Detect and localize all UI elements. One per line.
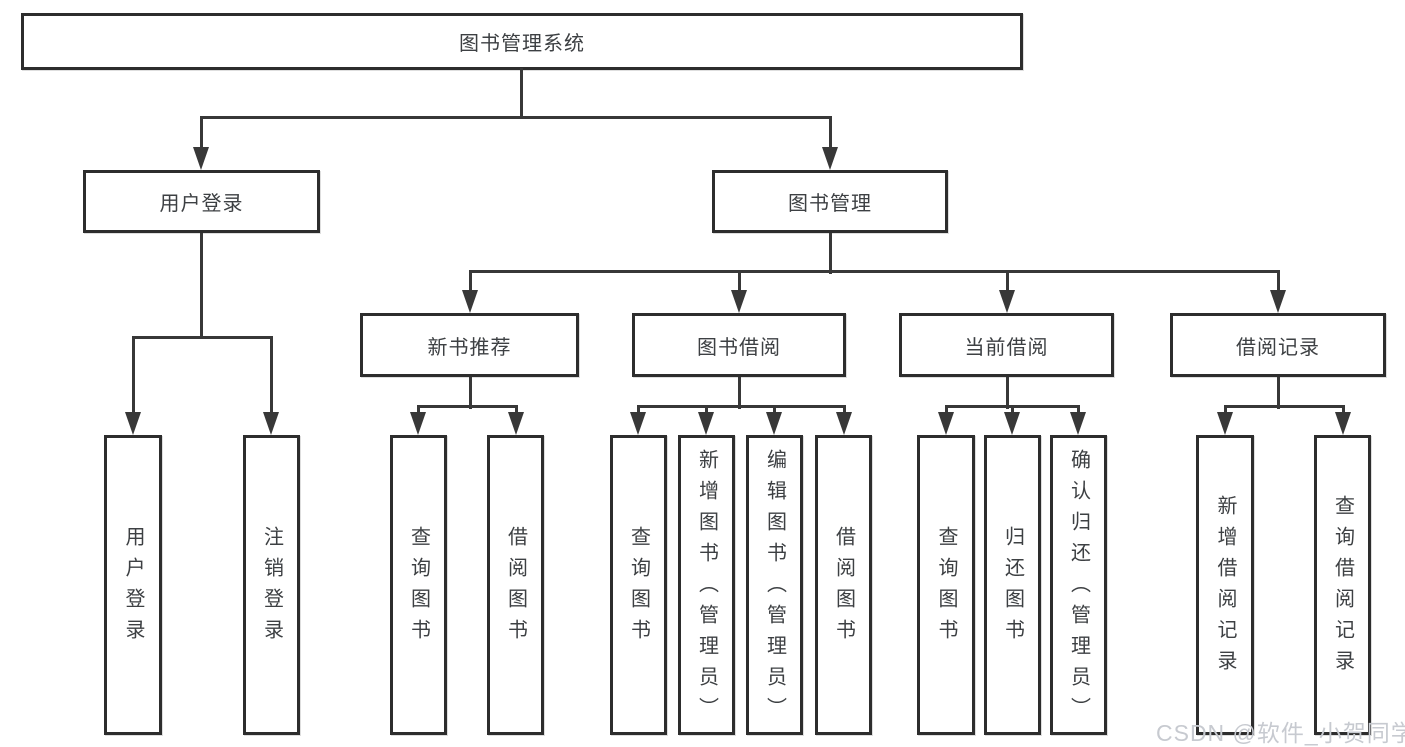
connector-line: [637, 405, 846, 408]
watermark: CSDN @软件_小贺同学: [1156, 720, 1405, 746]
arrow-down-icon: [766, 412, 782, 435]
connector-line: [132, 336, 273, 339]
connector-line: [469, 377, 472, 409]
arrow-down-icon: [1335, 412, 1351, 435]
connector-line: [417, 407, 420, 415]
leaf-query-books: 查询图书: [610, 435, 667, 735]
leaf-logout: 注销登录: [243, 435, 300, 735]
connector-line: [829, 118, 832, 151]
connector-line: [200, 233, 203, 339]
connector-line: [945, 407, 948, 415]
node-new-book-recommend: 新书推荐: [360, 313, 579, 377]
connector-line: [417, 405, 518, 408]
connector-line: [773, 407, 776, 415]
arrow-down-icon: [1270, 290, 1286, 313]
connector-line: [829, 233, 832, 274]
connector-line: [1277, 272, 1280, 293]
arrow-down-icon: [731, 290, 747, 313]
connector-line: [1006, 377, 1009, 409]
connector-line: [705, 407, 708, 415]
connector-line: [1006, 272, 1009, 293]
arrow-down-icon: [698, 412, 714, 435]
connector-line: [1342, 407, 1345, 415]
node-borrow-records: 借阅记录: [1170, 313, 1386, 377]
connector-line: [469, 270, 1280, 273]
node-book-borrow: 图书借阅: [632, 313, 846, 377]
arrow-down-icon: [1217, 412, 1233, 435]
leaf-add-borrow-record: 新增借阅记录: [1196, 435, 1254, 735]
arrow-down-icon: [938, 412, 954, 435]
node-user-login: 用户登录: [83, 170, 320, 233]
arrow-down-icon: [508, 412, 524, 435]
connector-line: [469, 272, 472, 293]
leaf-query-books: 查询图书: [390, 435, 447, 735]
arrow-down-icon: [410, 412, 426, 435]
connector-line: [520, 68, 523, 119]
connector-line: [738, 272, 741, 293]
node-book-management: 图书管理: [712, 170, 948, 233]
connector-line: [132, 338, 135, 416]
connector-line: [1011, 407, 1014, 415]
arrow-down-icon: [999, 290, 1015, 313]
connector-line: [1077, 407, 1080, 415]
arrow-down-icon: [193, 147, 209, 170]
arrow-down-icon: [263, 412, 279, 435]
connector-line: [738, 377, 741, 409]
arrow-down-icon: [462, 290, 478, 313]
node-current-borrow: 当前借阅: [899, 313, 1114, 377]
connector-line: [945, 405, 1080, 408]
leaf-add-books-admin: 新增图书（管理员）: [678, 435, 735, 735]
arrow-down-icon: [630, 412, 646, 435]
connector-line: [200, 118, 203, 151]
leaf-borrow-books: 借阅图书: [815, 435, 872, 735]
connector-line: [270, 338, 273, 416]
leaf-edit-books-admin: 编辑图书（管理员）: [746, 435, 803, 735]
node-library-management-system: 图书管理系统: [21, 13, 1023, 70]
connector-line: [1224, 407, 1227, 415]
leaf-query-books: 查询图书: [917, 435, 975, 735]
leaf-return-books: 归还图书: [984, 435, 1041, 735]
connector-line: [1224, 405, 1345, 408]
connector-line: [1277, 377, 1280, 409]
connector-line: [200, 116, 832, 119]
leaf-borrow-books: 借阅图书: [487, 435, 544, 735]
arrow-down-icon: [822, 147, 838, 170]
leaf-confirm-return-admin: 确认归还（管理员）: [1050, 435, 1107, 735]
leaf-user-login: 用户登录: [104, 435, 162, 735]
arrow-down-icon: [1070, 412, 1086, 435]
arrow-down-icon: [1004, 412, 1020, 435]
leaf-query-borrow-record: 查询借阅记录: [1314, 435, 1371, 735]
connector-line: [637, 407, 640, 415]
connector-line: [515, 407, 518, 415]
arrow-down-icon: [125, 412, 141, 435]
connector-line: [843, 407, 846, 415]
arrow-down-icon: [836, 412, 852, 435]
